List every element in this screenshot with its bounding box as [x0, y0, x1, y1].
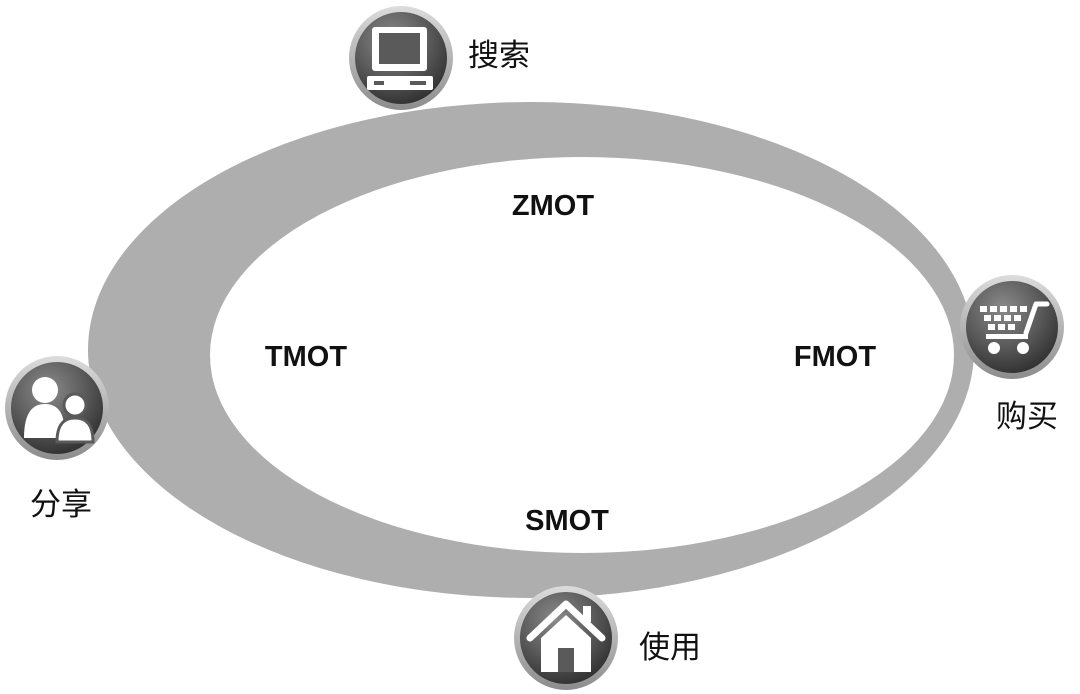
stage-label-buy: 购买 [996, 399, 1058, 435]
house-icon [526, 600, 606, 672]
search-node: 搜索 [349, 6, 530, 110]
stage-label-share: 分享 [30, 487, 92, 523]
moment-label-top: ZMOT [512, 190, 594, 222]
people-icon [24, 377, 95, 444]
share-node: 分享 [5, 356, 109, 523]
buy-node: 购买 [960, 275, 1064, 435]
moment-label-right: FMOT [794, 341, 876, 373]
stage-label-use: 使用 [639, 630, 701, 666]
use-node: 使用 [514, 586, 701, 690]
shopping-cart-icon [980, 301, 1050, 354]
computer-icon [367, 27, 433, 90]
moment-label-bottom: SMOT [525, 505, 609, 537]
stage-label-search: 搜索 [468, 38, 530, 74]
moment-label-left: TMOT [265, 341, 347, 373]
